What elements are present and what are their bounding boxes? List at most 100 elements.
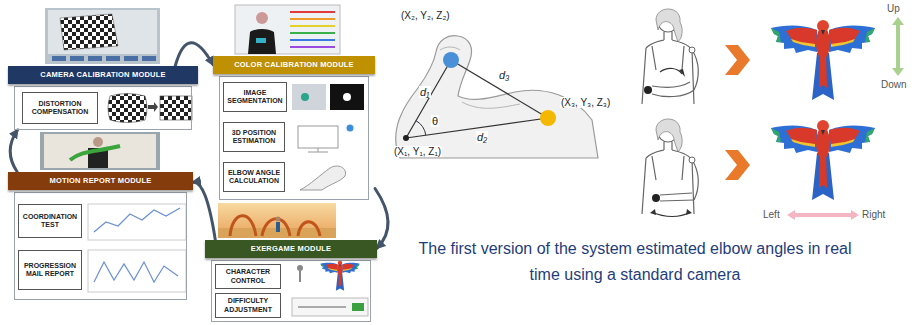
art-part (70, 56, 84, 61)
art-part (290, 32, 335, 34)
annotation-label: Down (880, 79, 908, 90)
annotation-label: Left (762, 209, 781, 220)
art-part (48, 10, 157, 54)
art-part (443, 52, 459, 68)
art-part (298, 222, 320, 236)
art-part (70, 146, 120, 160)
art-part (343, 93, 351, 101)
art-part (235, 5, 340, 54)
art-part (406, 60, 451, 138)
art-part (248, 29, 276, 54)
art-part (290, 46, 335, 48)
flexion-sketch (642, 9, 698, 104)
art-part (218, 203, 336, 238)
art-part (124, 56, 138, 61)
art-part (108, 94, 147, 123)
cycle-arrow (175, 43, 213, 66)
annotation-label: (X₃, Y₃, Z₃) (560, 97, 611, 108)
chevron (725, 45, 750, 75)
function-box: PROGRESSION MAIL REPORT (18, 250, 82, 290)
art-part (52, 56, 66, 61)
art-part (642, 119, 698, 214)
art-part (262, 219, 290, 236)
art-part (276, 222, 280, 232)
distance-label: d₂ (476, 131, 488, 143)
annotation-label: (X₂, Y₂, Z₂) (400, 10, 451, 21)
function-label: COORDINATION TEST (21, 213, 79, 229)
art-part (298, 306, 346, 308)
art-part (290, 11, 335, 13)
chevron (725, 150, 750, 180)
art-part (892, 17, 904, 25)
module-header: MOTION REPORT MODULE (8, 172, 193, 190)
art-part (160, 96, 192, 120)
art-part (88, 204, 186, 240)
function-label: DIFFICULTY ADJUSTMENT (218, 297, 278, 313)
art-part (318, 148, 319, 152)
art-part (93, 137, 103, 147)
module-header: COLOR CALIBRATION MODULE (213, 56, 375, 74)
function-label: IMAGE SEGMENTATION (226, 89, 284, 105)
module-group: CAMERA CALIBRATION MODULE DISTORTION COMP… (8, 66, 198, 130)
exergame-images (292, 261, 368, 316)
function-box: COORDINATION TEST (18, 204, 82, 238)
module-header: CAMERA CALIBRATION MODULE (8, 66, 198, 84)
art-part (297, 265, 303, 271)
art-part (892, 68, 904, 76)
caption: The first version of the system estimate… (417, 236, 853, 287)
art-part (451, 60, 548, 118)
rotation-sketch (642, 119, 698, 217)
function-box: IMAGE SEGMENTATION (223, 82, 287, 112)
art-part (148, 102, 158, 112)
up-down-arrow (892, 17, 904, 76)
report-charts (88, 204, 186, 292)
color-screenshot (235, 5, 340, 54)
art-part (276, 217, 281, 222)
art-part (40, 132, 160, 170)
art-part (650, 209, 656, 215)
art-part (290, 39, 335, 41)
art-part (660, 193, 694, 201)
art-part (60, 14, 118, 50)
art-part (290, 25, 335, 27)
distance-label: d₁ (419, 86, 431, 98)
distance-label: d₃ (498, 69, 510, 81)
art-part (292, 84, 326, 110)
module-header: EXERGAME MODULE (205, 240, 377, 258)
annotation-label: θ (431, 115, 439, 127)
function-box: ELBOW ANGLE CALCULATION (223, 162, 285, 192)
checkerboard-images (108, 94, 192, 123)
art-part (298, 126, 338, 148)
annotation-label: Right (861, 209, 886, 220)
art-part (88, 56, 102, 61)
function-label: PROGRESSION MAIL REPORT (21, 262, 79, 278)
art-part (679, 69, 685, 77)
module-title: EXERGAME MODULE (251, 245, 332, 253)
art-part (642, 9, 698, 104)
left-right-arrow (787, 210, 859, 220)
art-part (652, 82, 694, 97)
art-part (94, 208, 180, 232)
module-title: CAMERA CALIBRATION MODULE (40, 71, 165, 79)
art-part (299, 271, 301, 282)
parrot-avatar (771, 120, 875, 200)
art-part (292, 298, 368, 316)
art-part (540, 110, 556, 126)
art-part (330, 84, 364, 110)
module-title: COLOR CALIBRATION MODULE (234, 61, 354, 69)
art-part (660, 68, 682, 74)
cycle-arrow (10, 130, 17, 172)
function-label: DISTORTION COMPENSATION (25, 100, 95, 116)
art-part (106, 56, 120, 61)
function-box: 3D POSITION ESTIMATION (223, 122, 285, 152)
function-box: DIFFICULTY ADJUSTMENT (215, 293, 281, 318)
annotation-label: Up (886, 3, 901, 14)
art-part (230, 216, 256, 236)
art-part (416, 121, 426, 136)
function-label: 3D POSITION ESTIMATION (226, 129, 282, 145)
art-part (301, 93, 309, 101)
art-part (652, 194, 660, 202)
function-label: ELBOW ANGLE CALCULATION (226, 169, 282, 185)
module-title: MOTION REPORT MODULE (50, 177, 152, 185)
